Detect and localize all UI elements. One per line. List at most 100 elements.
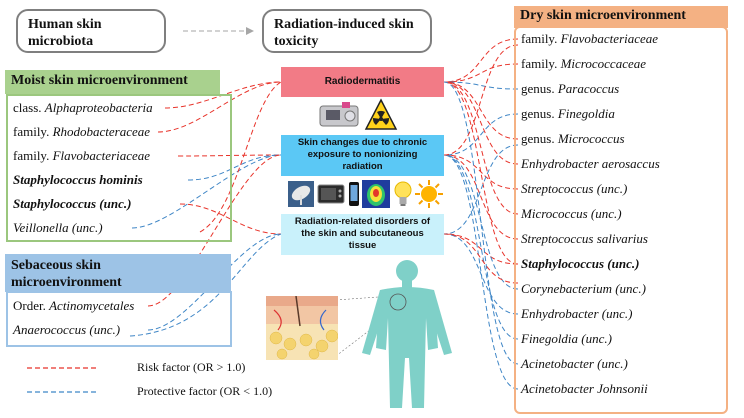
dry-item: Corynebacterium (unc.) (521, 281, 646, 297)
moist-item-taxon: Staphylococcus hominis (13, 172, 143, 187)
dry-item-taxon: Acinetobacter (unc.) (521, 356, 628, 371)
left-connector (157, 81, 282, 133)
right-connector (443, 63, 519, 83)
sebaceous-item-taxon: Anaerococcus (unc.) (13, 322, 121, 337)
left-connector (179, 203, 282, 235)
legend-risk-label: Risk factor (OR > 1.0) (137, 360, 246, 374)
moist-item: Staphylococcus hominis (13, 172, 143, 188)
chronic-exposure-box: Skin changes due to chronic exposure to … (281, 135, 444, 176)
moist-item: family. Flavobacteriaceae (13, 148, 150, 164)
zoom-guide-line (335, 309, 397, 357)
moist-item-taxon: Rhodobacteraceae (52, 124, 151, 139)
radiation-device-icon (319, 102, 359, 127)
dry-item-taxon: Micrococcaceae (560, 56, 647, 71)
sebaceous-item: Order. Actinomycetales (13, 298, 134, 314)
left-connector (147, 154, 282, 307)
dry-item-taxon: Enhydrobacter (unc.) (521, 306, 633, 321)
dry-title-text: Dry skin microenvironment (520, 8, 686, 23)
human-skin-microbiota-box: Human skin microbiota (16, 9, 166, 53)
moist-item: family. Rhodobacteraceae (13, 124, 150, 140)
moist-item: class. Alphaproteobacteria (13, 100, 153, 116)
right-connector (443, 81, 519, 365)
dry-item-rank: genus. (521, 106, 558, 121)
dry-item-rank: genus. (521, 131, 558, 146)
dry-item: Micrococcus (unc.) (521, 206, 622, 222)
smartphone-icon (349, 182, 359, 206)
moist-item-taxon: Staphylococcus (unc.) (13, 196, 132, 211)
moist-panel-title: Moist skin microenvironment (5, 70, 220, 94)
right-connector (443, 233, 519, 284)
right-connector (443, 154, 519, 290)
moist-item-rank: family. (13, 148, 53, 163)
right-connector (443, 81, 519, 265)
dry-item-taxon: Streptococcus salivarius (521, 231, 648, 246)
moist-item: Veillonella (unc.) (13, 220, 103, 236)
dry-item-taxon: Micrococcus (557, 131, 625, 146)
right-connector (443, 44, 519, 156)
sebaceous-panel-title: Sebaceous skin microenvironment (5, 254, 231, 292)
sebaceous-item-rank: Order. (13, 298, 50, 313)
dry-item: Staphylococcus (unc.) (521, 256, 639, 272)
sebaceous-title-line1: Sebaceous skin (11, 258, 101, 273)
dry-item-taxon: Corynebacterium (unc.) (521, 281, 646, 296)
heat-map-icon (362, 180, 390, 208)
radiation-disorders-label: Radiation-related disorders of the skin … (294, 216, 431, 251)
radiation-icon (364, 98, 398, 130)
chronic-exposure-label: Skin changes due to chronic exposure to … (297, 137, 428, 172)
dry-item-rank: family. (521, 56, 561, 71)
radiation-induced-toxicity-box: Radiation-induced skin toxicity (262, 9, 432, 53)
moist-item: Staphylococcus (unc.) (13, 196, 131, 212)
dry-item-taxon: Flavobacteriaceae (560, 31, 659, 46)
sebaceous-item: Anaerococcus (unc.) (13, 322, 120, 338)
dry-item: Streptococcus salivarius (521, 231, 648, 247)
human-body-icon (362, 260, 452, 408)
dry-item-rank: genus. (521, 81, 558, 96)
right-connector (443, 154, 519, 240)
dry-item: family. Flavobacteriaceae (521, 31, 658, 47)
right-connector (443, 81, 519, 90)
dry-item-taxon: Enhydrobacter aerosaccus (521, 156, 660, 171)
moist-item-taxon: Flavobacteriaceae (52, 148, 151, 163)
legend-protective-line (27, 391, 97, 393)
legend-protective-label: Protective factor (OR < 1.0) (137, 384, 273, 398)
dry-item: Enhydrobacter (unc.) (521, 306, 632, 322)
right-connector (443, 154, 519, 190)
dry-item-taxon: Streptococcus (unc.) (521, 181, 628, 196)
radiodermatitis-box: Radiodermatitis (281, 67, 444, 97)
right-connector (443, 233, 519, 265)
dry-item-taxon: Staphylococcus (unc.) (521, 256, 640, 271)
right-connector (443, 38, 519, 83)
moist-title-text: Moist skin microenvironment (11, 73, 188, 88)
moist-panel (6, 94, 232, 242)
zoom-guide-line (335, 295, 393, 301)
radiodermatitis-label: Radiodermatitis (324, 76, 401, 87)
radiation-induced-toxicity-label: Radiation-induced skin toxicity (274, 17, 414, 49)
left-connector (199, 81, 282, 233)
moist-item-rank: family. (13, 124, 53, 139)
right-connector (443, 81, 519, 165)
microwave-icon (317, 184, 345, 204)
left-connector (131, 154, 282, 229)
right-connector (443, 233, 519, 315)
moist-item-taxon: Veillonella (unc.) (13, 220, 103, 235)
dry-item: Streptococcus (unc.) (521, 181, 627, 197)
dry-item-taxon: Finegoldia (557, 106, 615, 121)
dry-item: Acinetobacter (unc.) (521, 356, 628, 372)
right-connector (443, 81, 519, 215)
right-connector (443, 154, 519, 340)
sebaceous-title-line2: microenvironment (11, 275, 122, 290)
moist-item-taxon: Alphaproteobacteria (44, 100, 153, 115)
right-connector (443, 113, 519, 156)
skin-cross-section-icon (266, 296, 338, 360)
radiation-disorders-box: Radiation-related disorders of the skin … (281, 214, 444, 255)
right-connector (443, 154, 519, 390)
sebaceous-item-taxon: Actinomycetales (49, 298, 135, 313)
dry-item: Acinetobacter Johnsonii (521, 381, 648, 397)
legend-risk-line (27, 367, 97, 369)
light-bulb-icon (394, 181, 412, 206)
moist-item-rank: class. (13, 100, 45, 115)
dry-item-rank: family. (521, 31, 561, 46)
satellite-dish-icon (288, 181, 314, 207)
dry-item: Finegoldia (unc.) (521, 331, 612, 347)
left-connector (187, 154, 282, 181)
